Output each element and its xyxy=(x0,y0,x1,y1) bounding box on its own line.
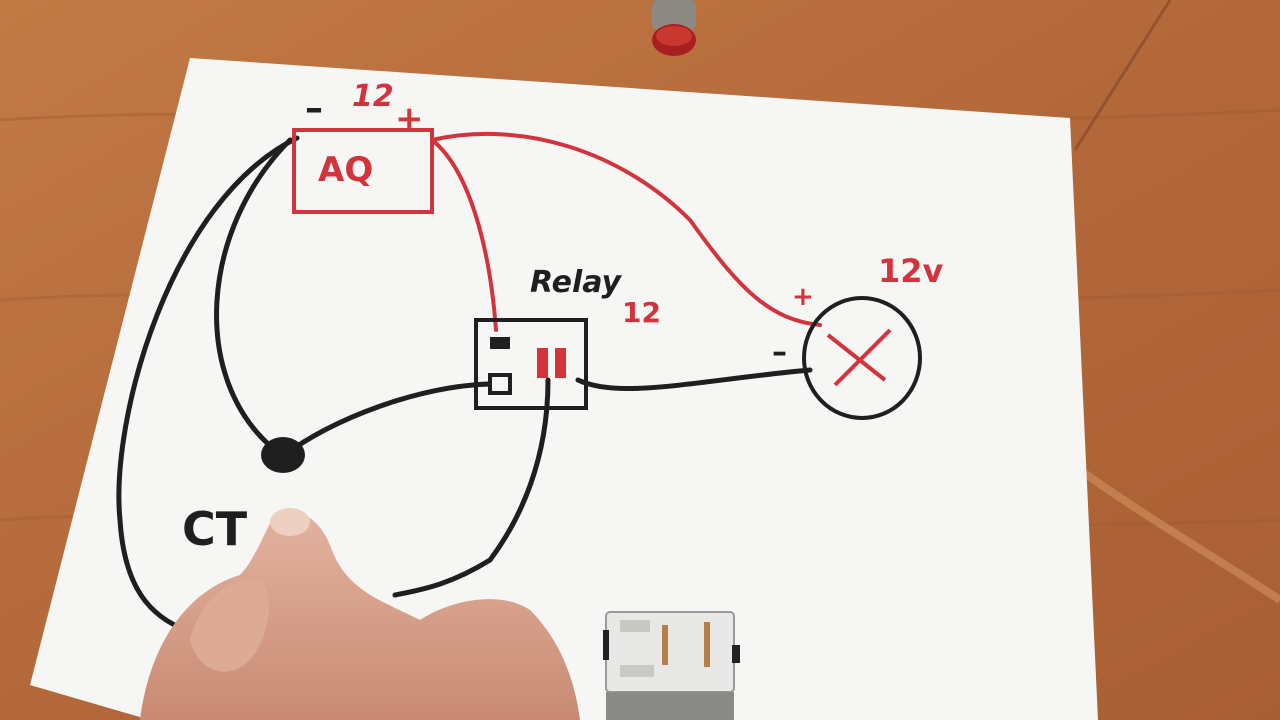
battery-plus-sign: + xyxy=(395,99,424,139)
hand xyxy=(140,508,580,720)
relay-contact-pin-2 xyxy=(555,348,566,378)
red-wires xyxy=(430,131,822,332)
relay-label: Relay xyxy=(530,265,623,300)
battery-voltage: 12 xyxy=(352,79,394,114)
lamp-plus-sign: + xyxy=(792,282,814,312)
relay-object xyxy=(603,611,740,720)
lamp-cross xyxy=(826,328,892,387)
relay-to-lamp-negative-wire xyxy=(575,367,813,392)
relay-to-bottom-wire xyxy=(392,377,551,598)
battery-minus-sign: – xyxy=(305,88,323,129)
relay-coil-pin xyxy=(488,373,512,395)
lamp-voltage: 12v xyxy=(878,252,944,290)
battery-to-lamp-wire xyxy=(430,131,822,327)
switch: CT xyxy=(182,437,305,556)
push-button-object xyxy=(652,0,696,56)
lamp-minus-sign: – xyxy=(772,335,787,370)
switch-to-relay-coil-wire xyxy=(282,381,495,458)
black-wires xyxy=(116,135,813,635)
lamp: 12v + – xyxy=(772,252,944,420)
relay-voltage: 12 xyxy=(622,296,661,329)
battery: AQ 12 – + xyxy=(292,79,434,214)
battery-negative-wire-to-switch xyxy=(214,137,293,453)
relay: Relay 12 xyxy=(474,265,661,410)
battery-label: AQ xyxy=(318,150,373,190)
relay-contact-pin-1 xyxy=(537,348,548,378)
battery-negative-wire-left xyxy=(116,135,300,635)
battery-to-relay-wire xyxy=(430,138,498,332)
switch-label: CT xyxy=(182,502,248,556)
relay-pin-top xyxy=(490,337,510,349)
